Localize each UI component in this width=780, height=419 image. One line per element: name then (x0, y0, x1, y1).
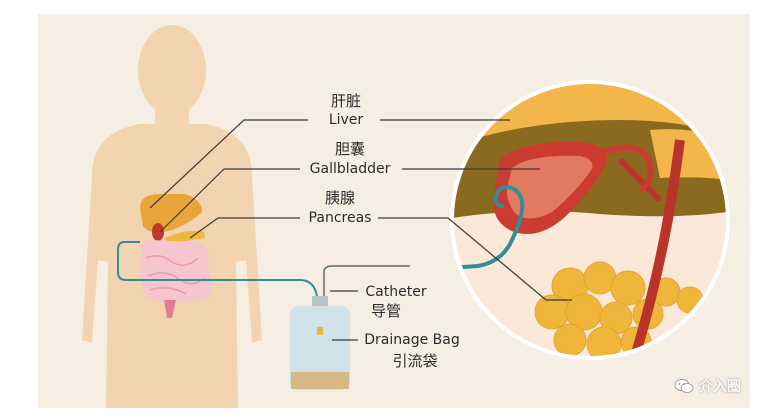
watermark: 介入圈 (674, 376, 741, 396)
label-liver-cn: 肝脏 (330, 92, 362, 110)
leader-pancreas (189, 217, 300, 239)
body-gallbladder (152, 223, 164, 241)
watermark-text: 介入圈 (699, 379, 741, 395)
leader-gallbladder (159, 168, 300, 233)
zoom-detail (452, 82, 728, 358)
leader-liver (149, 119, 308, 209)
label-gallbladder-cn: 胆囊 (334, 140, 366, 158)
wechat-icon (674, 379, 694, 393)
zoom-artery (629, 139, 685, 358)
drainage-bag (290, 296, 350, 390)
label-pancreas-cn: 胰腺 (324, 189, 356, 207)
leader-lines (149, 119, 572, 341)
leader-pancreas-right (378, 217, 572, 301)
zoom-border (450, 80, 730, 360)
label-drainage-cn: 引流袋 (392, 352, 438, 370)
catheter-tube-leader (323, 265, 410, 300)
label-catheter-en: Catheter (365, 284, 427, 300)
catheter-tube-body (117, 241, 319, 301)
body-intestines (140, 240, 212, 303)
label-gallbladder-en: Gallbladder (309, 161, 391, 177)
zoom-catheter (452, 185, 525, 272)
label-drainage-en: Drainage Bag (364, 332, 460, 348)
label-catheter-cn: 导管 (370, 302, 402, 320)
label-liver-en: Liver (328, 112, 364, 128)
label-pancreas-en: Pancreas (308, 210, 372, 226)
